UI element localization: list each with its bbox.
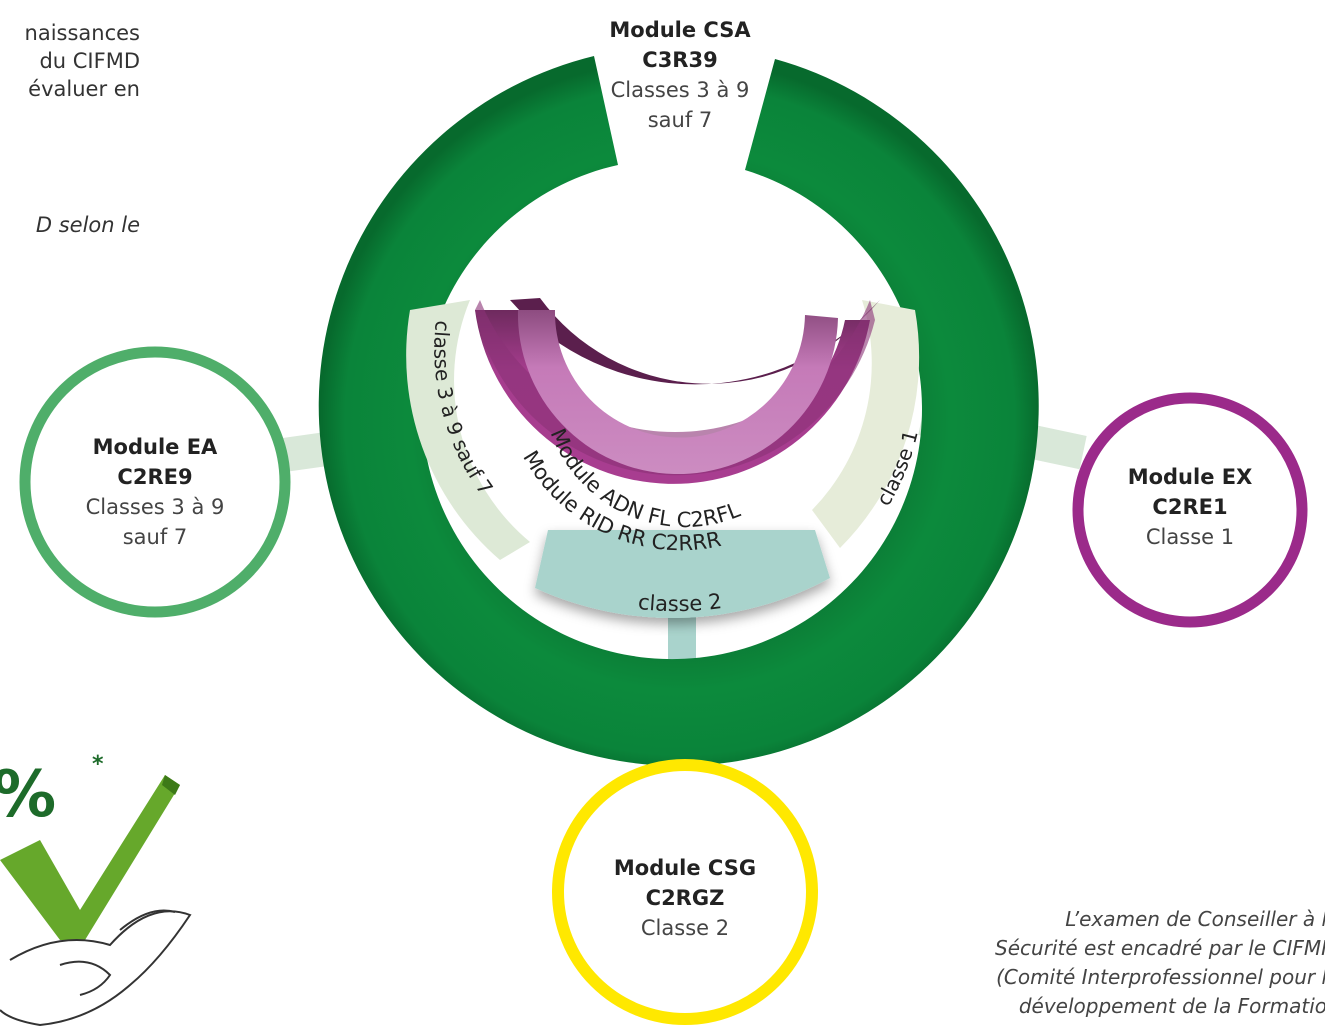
module-csg-classes-1: Classe 2	[640, 916, 730, 940]
module-csa-name: Module CSA	[609, 18, 751, 42]
label-classe-2: classe 2	[637, 589, 723, 616]
circle-module-csg	[552, 759, 818, 1025]
module-ex-name: Module EX	[1127, 465, 1253, 489]
sector-classe-3-9	[406, 300, 530, 560]
module-csg-code: C2RGZ	[645, 886, 725, 910]
module-csa-classes-2: sauf 7	[647, 108, 713, 132]
intro-line-4: D selon le	[35, 213, 140, 237]
module-csa-classes-1: Classes 3 à 9	[610, 78, 750, 102]
logo-percent: %	[0, 758, 56, 832]
module-csa-code: C3R39	[642, 48, 718, 72]
module-ea-classes-2: sauf 7	[122, 525, 188, 549]
intro-line-1: naissances	[24, 21, 140, 45]
module-ea: Module EA C2RE9 Classes 3 à 9 sauf 7	[55, 432, 255, 552]
sector-classe-1	[812, 300, 920, 548]
module-ea-code: C2RE9	[117, 465, 193, 489]
module-csg: Module CSG C2RGZ Classe 2	[585, 853, 785, 943]
ring-adn	[517, 310, 838, 475]
intro-line-3: évaluer en	[28, 77, 140, 101]
module-ea-classes-1: Classes 3 à 9	[85, 495, 225, 519]
footer-line-4: développement de la Formatio	[1018, 994, 1325, 1018]
module-csg-name: Module CSG	[613, 856, 757, 880]
module-csa: Module CSA C3R39 Classes 3 à 9 sauf 7	[575, 15, 785, 135]
circle-module-ex	[1072, 392, 1308, 628]
module-ex-code: C2RE1	[1152, 495, 1228, 519]
check-hands-logo	[0, 775, 192, 1027]
module-ea-name: Module EA	[92, 435, 218, 459]
footer-line-1: L’examen de Conseiller à l	[1065, 907, 1325, 931]
outer-ring-csa	[318, 56, 1039, 766]
module-ex: Module EX C2RE1 Classe 1	[1100, 462, 1280, 552]
module-ex-classes-1: Classe 1	[1145, 525, 1235, 549]
sector-classe-2	[535, 530, 830, 619]
intro-line-2: du CIFMD	[39, 49, 140, 73]
logo-asterisk: *	[92, 752, 104, 777]
footer-line-3: (Comité Interprofessionnel pour l	[996, 965, 1325, 989]
footer-line-2: Sécurité est encadré par le CIFMI	[995, 936, 1325, 960]
circle-module-ea	[19, 346, 291, 618]
